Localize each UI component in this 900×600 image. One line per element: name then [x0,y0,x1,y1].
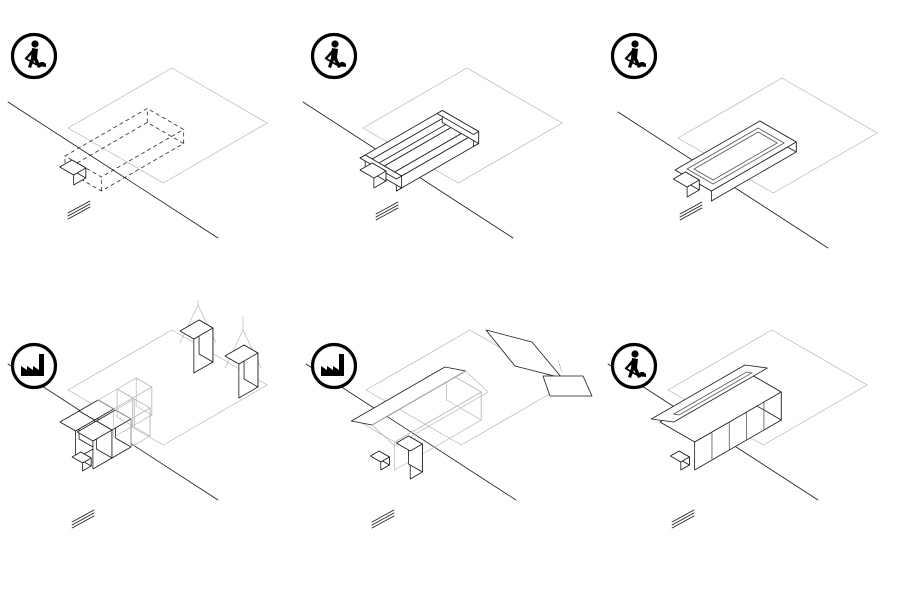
step-drawing-foundation-walls [302,67,563,239]
factory-icon-glyph [310,342,358,390]
factory-icon [310,342,358,390]
utility-pipe [375,207,399,221]
lifting-sling [224,329,244,369]
lifting-sling [179,304,199,344]
utility-pit [359,162,387,189]
ground-plane [67,67,268,184]
utility-pipe [671,512,695,526]
construction-worker-icon-glyph [610,32,658,80]
slab-recess [686,127,785,185]
utility-pit [369,450,390,471]
construction-worker-icon-glyph [610,342,658,390]
construction-worker-icon [310,32,358,80]
prefab-module-ghost [116,377,153,427]
step-panel-1 [0,0,300,300]
step-panel-5 [300,300,600,600]
step-drawing-foundation-slab [617,77,878,249]
excavation-outline-top [64,108,185,178]
step-panel-4 [0,300,300,600]
construction-worker-icon [610,342,658,390]
hoisted-roof-panel [485,329,563,379]
utility-pipe [375,204,399,218]
utility-pit [59,159,87,186]
construction-worker-icon [10,32,58,80]
construction-worker-icon-glyph [10,32,58,80]
prefab-module [395,435,423,480]
hoisted-module [224,344,259,399]
utility-pipe [371,515,395,529]
utility-pipe [71,509,95,523]
factory-icon [10,342,58,390]
construction-worker-icon [610,32,658,80]
utility-pipe [375,201,399,215]
utility-pipe [679,201,703,215]
utility-pipe [371,512,395,526]
utility-pipe [67,206,91,220]
utility-pipe [71,512,95,526]
slab-inner-edge [693,131,778,181]
utility-pipe [679,204,703,218]
step-panel-3 [600,0,900,300]
step-drawing-site-excavation-outline [7,67,268,239]
roof-panel-back-ghost [371,370,489,447]
prefab-module [76,420,113,470]
prefab-module [95,409,132,459]
utility-pipe [679,207,703,221]
foundation-slab [674,120,797,202]
construction-worker-icon-glyph [310,32,358,80]
utility-pipe [371,509,395,523]
utility-pipe [67,200,91,214]
step-panel-6 [600,300,900,600]
factory-icon-glyph [10,342,58,390]
hoisted-roof-panel [542,375,593,397]
prefab-module-ghost [114,398,151,448]
excavation-outline-bottom [64,122,185,192]
utility-pipe [671,509,695,523]
utility-pipe [71,515,95,529]
step-drawing-prefab-modules-placed [7,300,268,529]
roof-panel-front [350,366,467,426]
utility-pit [669,450,690,471]
roof-skylight [672,371,753,416]
hoisted-module [179,319,214,374]
utility-pipe [67,203,91,217]
utility-pit [71,451,92,472]
foundation-wall-right [436,110,480,147]
utility-pipe [671,515,695,529]
utility-pit [672,171,700,198]
crane-cable [557,359,563,373]
step-panel-2 [300,0,600,300]
step-drawing-finished-house [607,329,868,529]
